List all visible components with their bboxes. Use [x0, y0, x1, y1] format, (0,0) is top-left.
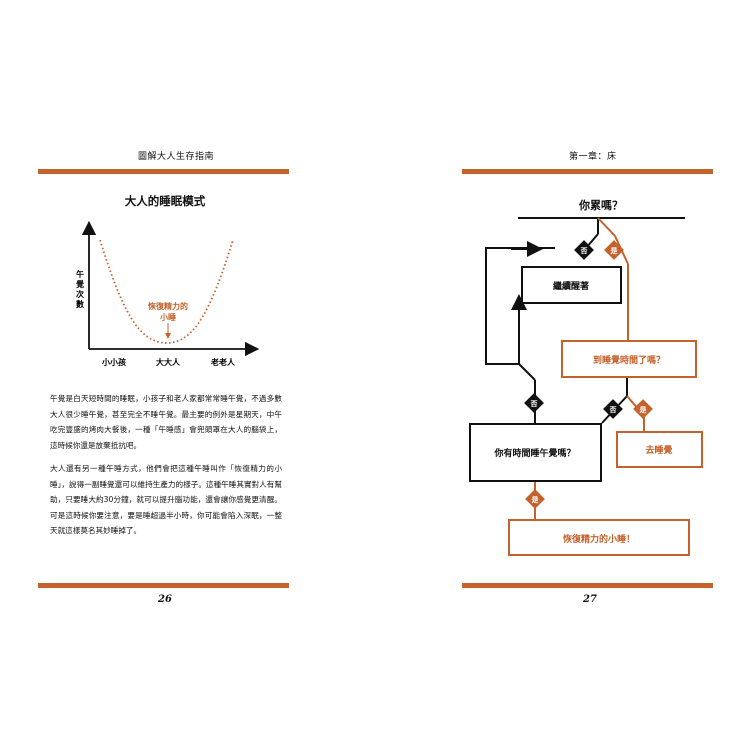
nap-question-label: 你有時間睡午覺嗎？: [493, 447, 575, 459]
svg-text:否: 否: [580, 247, 588, 255]
bedtime-question-box: [561, 340, 697, 378]
svg-text:否: 否: [609, 406, 617, 414]
y-axis-label-char: 覺: [75, 279, 84, 289]
x-tick-label: 小小孩: [101, 357, 126, 367]
body-paragraph-2: 大人還有另一種午睡方式，他們會把這種午睡叫作「恢復精力的小睡」，說得一副睡覺還可…: [50, 464, 282, 535]
diamond-yes-1: 是: [604, 240, 624, 260]
start-question: 你累嗎？: [578, 198, 623, 212]
stay-awake-label: 繼續醒著: [553, 280, 589, 292]
go-sleep-label: 去睡覺: [645, 444, 672, 456]
power-nap-label: 恢復精力的小睡！: [563, 533, 635, 545]
annotation-label-line1: 恢復精力的: [148, 301, 188, 311]
nap-question-box: [469, 423, 602, 482]
right-page: 第一章：床 你累嗎？ 繼續醒著 到睡覺時間了嗎？: [375, 0, 750, 750]
y-axis-label-char: 午: [76, 269, 84, 279]
page-number-right: 27: [583, 594, 597, 605]
header-rule-left: [38, 169, 289, 174]
y-axis-label-char: 數: [76, 299, 84, 309]
y-axis-label-char: 次: [76, 289, 84, 299]
tiredness-flowchart: 你累嗎？ 繼續醒著 到睡覺時間了嗎？ 你有時間睡午覺嗎？ 去睡覺 恢復精力的小睡…: [469, 198, 703, 556]
svg-text:是: 是: [531, 495, 540, 504]
diamond-no-3: 否: [603, 399, 623, 419]
footer-rule-left: [38, 583, 289, 588]
svg-text:是: 是: [639, 405, 648, 414]
page-number-left: 26: [158, 594, 172, 605]
connector-yes-to-bedtime: [597, 217, 616, 237]
x-tick-label: 老老人: [210, 357, 236, 367]
diamond-yes-2: 是: [633, 399, 653, 419]
sleep-curve-series: [99, 239, 234, 344]
footer-rule-right: [462, 583, 713, 588]
connector-loop-back: [485, 247, 555, 365]
svg-text:否: 否: [530, 400, 538, 408]
power-nap-box: [508, 519, 690, 556]
left-page: 圖解大人生存指南 大人的睡眠模式 午覺次數 小小孩 大大人 老老人 恢復精力的 小睡…: [38, 152, 289, 605]
bedtime-question-label: 到睡覺時間了嗎？: [593, 354, 665, 366]
running-head-right: 第一章：床: [569, 152, 617, 162]
annotation-label-line2: 小睡: [159, 312, 176, 322]
svg-text:是: 是: [610, 246, 619, 255]
chart-title: 大人的睡眠模式: [124, 194, 206, 208]
header-rule-right: [462, 169, 713, 174]
stay-awake-box: [521, 266, 622, 304]
diamond-yes-3: 是: [525, 489, 545, 509]
running-head-left: 圖解大人生存指南: [138, 152, 215, 162]
diamond-no-2: 否: [524, 393, 544, 413]
x-tick-label: 大大人: [156, 357, 181, 367]
go-sleep-box: [616, 431, 703, 468]
body-paragraph-1: 午覺是白天短時間的睡眠，小孩子和老人家都常常睡午覺，不過多數大人很少睡午覺，甚至…: [50, 394, 282, 450]
